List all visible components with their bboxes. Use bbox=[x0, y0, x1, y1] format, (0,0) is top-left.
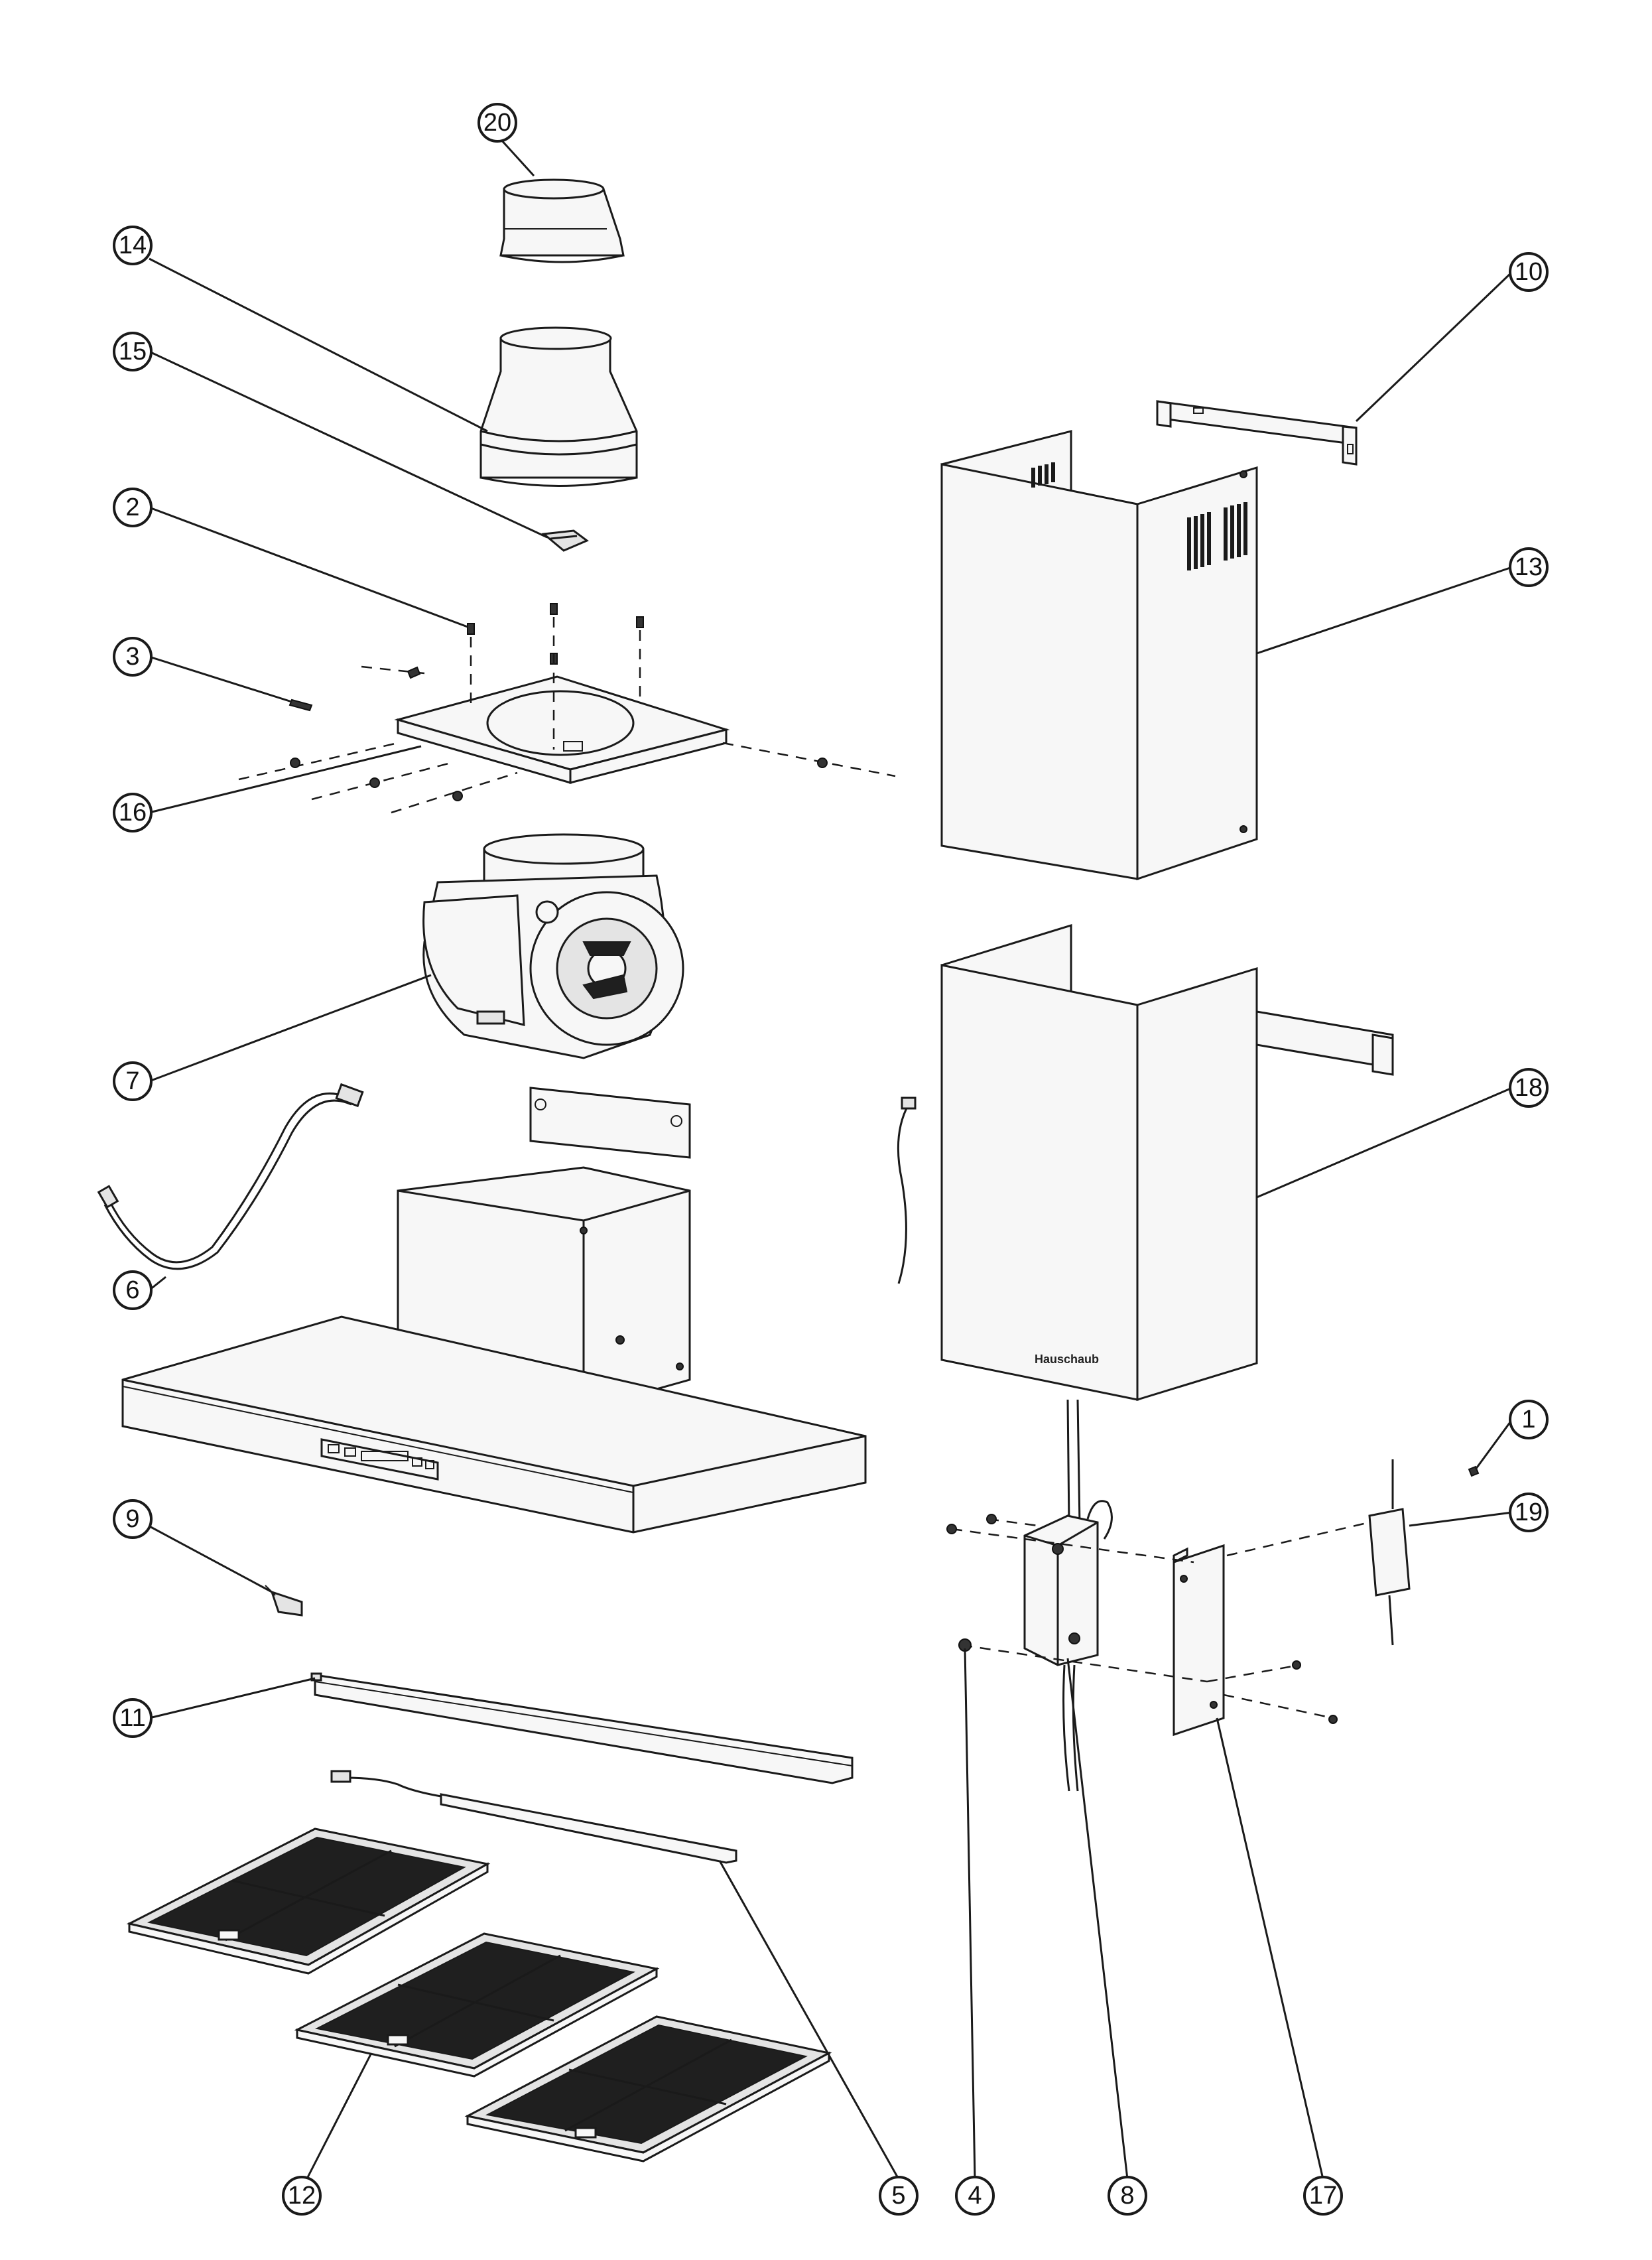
callout-6: 6 bbox=[113, 1270, 153, 1310]
callout-circle bbox=[879, 2176, 919, 2216]
callout-7: 7 bbox=[113, 1061, 153, 1101]
callout-18: 18 bbox=[1509, 1068, 1549, 1108]
part-14-duct-adapter bbox=[479, 326, 638, 487]
callout-number: 15 bbox=[119, 338, 147, 366]
callout-circle bbox=[113, 1061, 153, 1101]
part-18-lower-chimney: Hauschaub bbox=[940, 923, 1394, 1402]
callout-circle bbox=[113, 793, 153, 832]
callout-1: 1 bbox=[1509, 1400, 1549, 1439]
loose-wire bbox=[897, 1097, 917, 1284]
callout-circle bbox=[1509, 547, 1549, 587]
callout-2: 2 bbox=[113, 488, 153, 527]
callout-number: 4 bbox=[968, 2182, 982, 2210]
callout-circle bbox=[113, 1698, 153, 1738]
callout-13: 13 bbox=[1509, 547, 1549, 587]
callout-number: 20 bbox=[483, 109, 511, 137]
brand-mark: Hauschaub bbox=[1035, 1353, 1099, 1366]
part-5-light-strip bbox=[330, 1770, 737, 1864]
callout-circle bbox=[113, 1270, 153, 1310]
callout-number: 14 bbox=[119, 232, 147, 259]
callout-10: 10 bbox=[1509, 252, 1549, 292]
callout-number: 19 bbox=[1515, 1498, 1543, 1526]
callout-circle bbox=[1509, 1068, 1549, 1108]
callout-number: 3 bbox=[125, 643, 139, 671]
part-10-bracket bbox=[1156, 400, 1358, 466]
callout-number: 9 bbox=[125, 1505, 139, 1533]
part-8-junction-box bbox=[1023, 1399, 1113, 1792]
callout-circle bbox=[1108, 2176, 1147, 2216]
callout-number: 8 bbox=[1120, 2182, 1134, 2210]
callout-4: 4 bbox=[955, 2176, 995, 2216]
callout-number: 12 bbox=[288, 2182, 316, 2210]
part-6-power-cord bbox=[97, 1083, 364, 1270]
callout-circle bbox=[477, 103, 517, 143]
callout-number: 10 bbox=[1515, 258, 1543, 286]
callout-19: 19 bbox=[1509, 1493, 1549, 1532]
callout-14: 14 bbox=[113, 226, 153, 265]
part-19-module bbox=[1368, 1459, 1411, 1646]
callout-number: 1 bbox=[1521, 1406, 1535, 1433]
hood-body bbox=[121, 1087, 867, 1534]
part-7-blower-motor bbox=[422, 833, 684, 1059]
callout-circle bbox=[113, 332, 153, 371]
callout-circle bbox=[282, 2176, 322, 2216]
part-3-screw bbox=[288, 698, 313, 712]
callout-12: 12 bbox=[282, 2176, 322, 2216]
callout-circle bbox=[113, 488, 153, 527]
callout-number: 7 bbox=[125, 1067, 139, 1095]
part-13-upper-chimney bbox=[940, 430, 1258, 881]
callout-circle bbox=[1509, 1493, 1549, 1532]
callout-circle bbox=[955, 2176, 995, 2216]
callout-circle bbox=[113, 1499, 153, 1539]
assembly-dash-lines-right bbox=[946, 1514, 1370, 1724]
callout-number: 11 bbox=[119, 1704, 145, 1732]
callout-16: 16 bbox=[113, 793, 153, 832]
callout-5: 5 bbox=[879, 2176, 919, 2216]
part-16-mounting-plate bbox=[238, 603, 896, 814]
part-12-grease-filters bbox=[126, 1828, 832, 2162]
callout-circle bbox=[1303, 2176, 1343, 2216]
part-9-light bbox=[265, 1585, 303, 1617]
callout-number: 2 bbox=[125, 494, 139, 521]
callout-8: 8 bbox=[1108, 2176, 1147, 2216]
part-17-bracket-plate bbox=[1173, 1544, 1225, 1737]
callout-number: 18 bbox=[1515, 1074, 1543, 1102]
part-20-reducer bbox=[499, 178, 625, 263]
callout-20: 20 bbox=[477, 103, 517, 143]
callout-circle bbox=[1509, 1400, 1549, 1439]
callout-3: 3 bbox=[113, 637, 153, 677]
callout-number: 17 bbox=[1309, 2182, 1337, 2210]
part-11-trim-strip bbox=[310, 1672, 854, 1784]
callout-circle bbox=[113, 637, 153, 677]
leader-lines bbox=[135, 138, 1513, 2183]
callout-number: 16 bbox=[119, 799, 147, 827]
callout-number: 13 bbox=[1515, 553, 1543, 581]
callout-17: 17 bbox=[1303, 2176, 1343, 2216]
callout-15: 15 bbox=[113, 332, 153, 371]
part-15-damper bbox=[541, 529, 589, 552]
callout-9: 9 bbox=[113, 1499, 153, 1539]
callout-number: 5 bbox=[891, 2182, 905, 2210]
callout-circle bbox=[1509, 252, 1549, 292]
callout-11: 11 bbox=[113, 1698, 153, 1738]
callout-number: 6 bbox=[125, 1276, 139, 1304]
callout-circle bbox=[113, 226, 153, 265]
